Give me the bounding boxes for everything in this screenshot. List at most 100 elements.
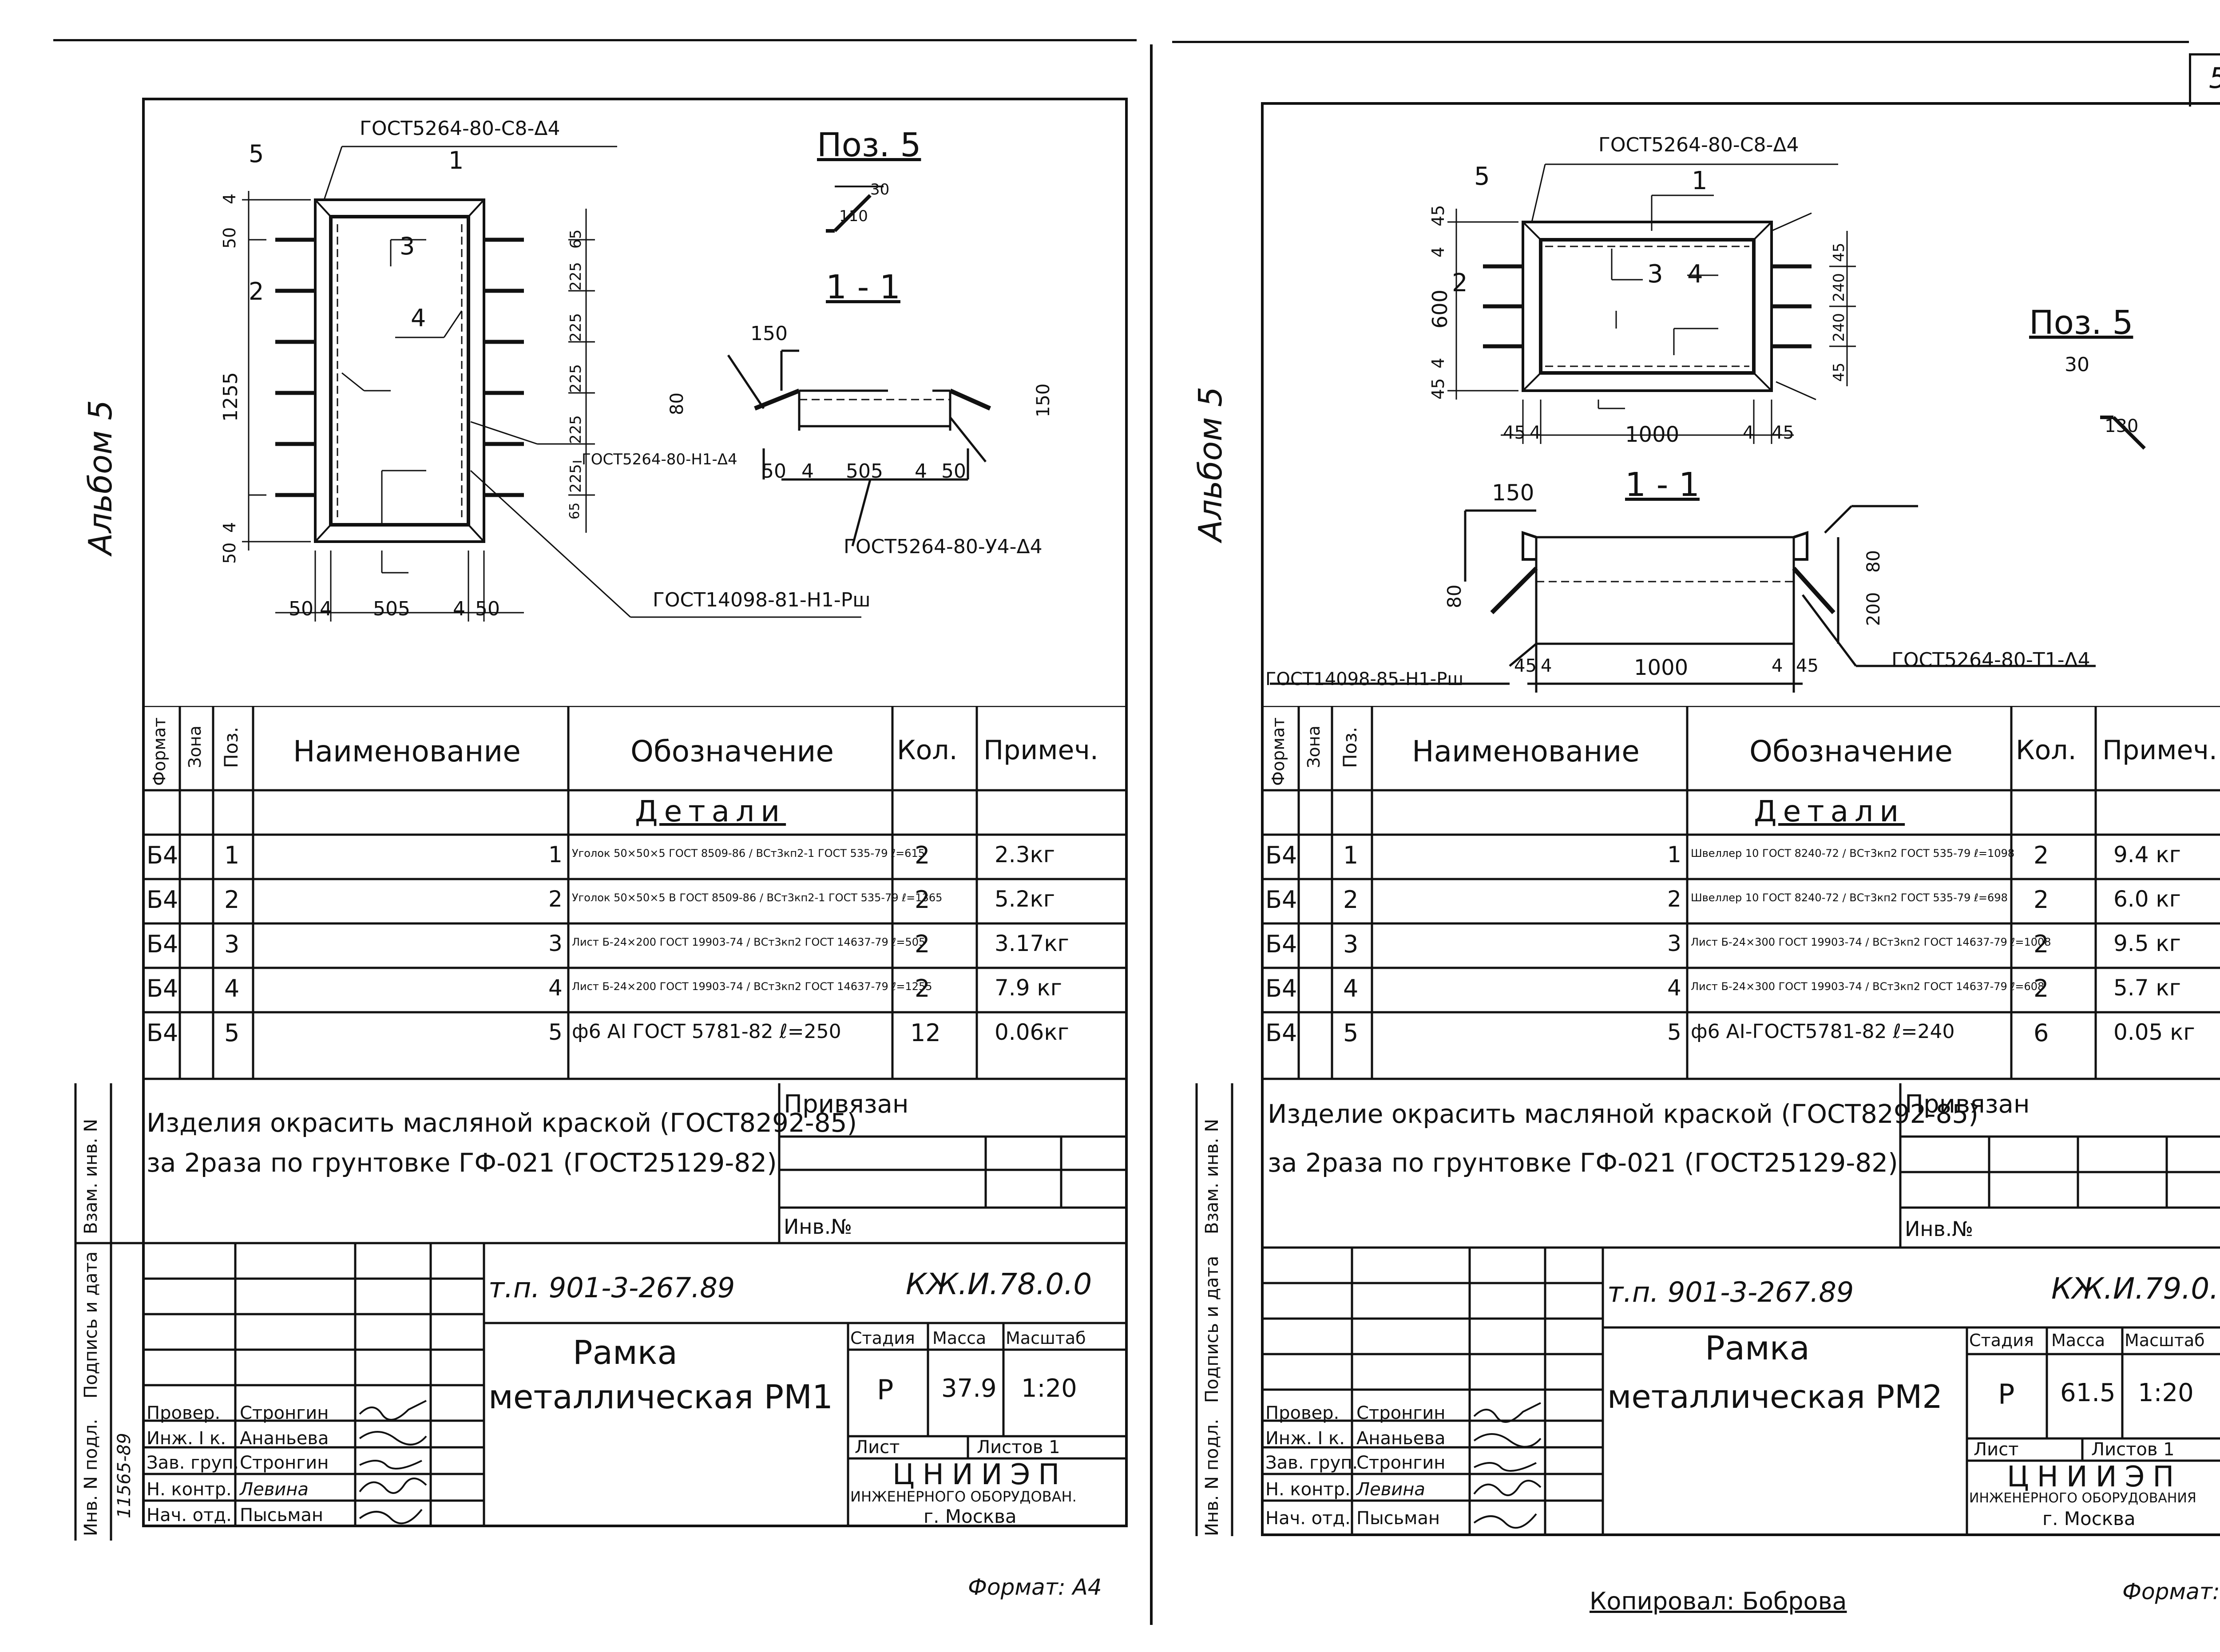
- row-designation: Швеллер 10 ГОСТ 8240-72 / ВСт3кп2 ГОСТ 5…: [1691, 891, 2008, 904]
- role-zav: Зав. груп.: [1265, 1453, 1358, 1473]
- row-note: 9.5 кг: [2113, 931, 2181, 956]
- row-format: Б4: [147, 1019, 178, 1047]
- row-format: Б4: [147, 930, 178, 958]
- dim-section-bottom-4: 4: [915, 460, 927, 483]
- callout-gost-top: ГОСТ5264-80-С8-Δ4: [1598, 134, 1799, 156]
- callout-gost-section: ГОСТ5264-80-У4-Δ4: [844, 535, 1043, 558]
- row-pos: 3: [224, 930, 240, 958]
- row-qty: 12: [910, 1019, 941, 1047]
- name-zav: Стронгин: [1356, 1453, 1446, 1473]
- section-title: 1 - 1: [1625, 466, 1700, 504]
- mark-3: 3: [400, 232, 415, 260]
- pos5-dim-2: 30: [870, 181, 890, 198]
- scale-header: Масштаб: [2125, 1331, 2205, 1350]
- row-note: 9.4 кг: [2113, 842, 2181, 868]
- col-designation: Обозначение: [1749, 734, 1953, 769]
- note-line-2: за 2раза по грунтовке ГФ-021 (ГОСТ25129-…: [1268, 1148, 1898, 1178]
- name-proverka: Стронгин: [1356, 1403, 1446, 1423]
- pos5-dim-1: 30: [2065, 353, 2089, 376]
- lists-header: Листов 1: [977, 1437, 1060, 1458]
- mass-header: Масса: [932, 1328, 987, 1348]
- row-pos: 4: [1343, 975, 1359, 1002]
- row-qty: 2: [915, 886, 930, 914]
- title-block-grid: [74, 1083, 1128, 1541]
- spec-table-grid: [142, 706, 1128, 1080]
- dim-plan-width-1: 50: [289, 598, 313, 620]
- page-number-box: [2189, 53, 2220, 107]
- row-designation: ф6 АI-ГОСТ5781-82 ℓ=240: [1691, 1020, 1955, 1043]
- sheet-rm2: Альбом 5: [1154, 0, 2220, 1652]
- list-header: Лист: [1974, 1439, 2019, 1460]
- role-nach: Нач. отд.: [147, 1505, 232, 1525]
- dim-plan-width-4: 4: [1743, 423, 1754, 443]
- role-nkontr: Н. контр.: [1265, 1479, 1351, 1500]
- mass-header: Масса: [2051, 1331, 2105, 1350]
- dim-plan-width-1: 45: [1503, 423, 1526, 443]
- title-block-grid: [1195, 1083, 2220, 1536]
- dim-section-top: 150: [750, 322, 788, 345]
- project-number: т.п. 901-3-267.89: [488, 1272, 735, 1304]
- row-qty: 2: [915, 930, 930, 958]
- role-zav: Зав. груп.: [147, 1453, 239, 1473]
- name-nach: Пысьман: [240, 1505, 324, 1525]
- dim-section-bottom-2: 4: [801, 460, 814, 483]
- row-note: 2.3кг: [995, 842, 1055, 868]
- org-subtitle: ИНЖЕНЕРНОГО ОБОРУДОВАН.: [850, 1488, 1077, 1505]
- row-format: Б4: [1265, 1019, 1297, 1047]
- mark-2: 2: [249, 277, 264, 305]
- row-designation: Швеллер 10 ГОСТ 8240-72 / ВСт3кп2 ГОСТ 5…: [1691, 847, 2015, 860]
- name-inzh: Ананьева: [1356, 1428, 1446, 1449]
- row-num: 4: [548, 975, 563, 1001]
- note-line-1: Изделия окрасить масляной краской (ГОСТ8…: [147, 1108, 857, 1138]
- org-subtitle: ИНЖЕНЕРНОГО ОБОРУДОВАНИЯ: [1969, 1490, 2196, 1506]
- name-proverka: Стронгин: [240, 1403, 329, 1423]
- row-designation: Лист Б-24×300 ГОСТ 19903-74 / ВСт3кп2 ГО…: [1691, 936, 2051, 948]
- dim-section-bottom-5: 45: [1796, 656, 1819, 676]
- mark-5: 5: [249, 140, 264, 168]
- mark-4: 4: [411, 304, 426, 332]
- col-note: Примеч.: [2102, 735, 2217, 766]
- name-nach: Пысьман: [1356, 1508, 1440, 1529]
- row-qty: 2: [2034, 841, 2049, 869]
- mark-1: 1: [1692, 166, 1708, 195]
- mark-4: 4: [1687, 260, 1703, 289]
- dim-section-bottom-3: 505: [846, 460, 883, 483]
- stage-value: Р: [1998, 1378, 2015, 1410]
- signatures: [359, 1400, 427, 1525]
- scale-value: 1:20: [1021, 1374, 1077, 1403]
- stage-value: Р: [877, 1374, 894, 1406]
- callout-gost-bottom: ГОСТ14098-81-Н1-Рш: [653, 589, 871, 611]
- mark-5: 5: [1474, 162, 1490, 191]
- col-name: Наименование: [293, 734, 521, 769]
- row-designation: Лист Б-24×300 ГОСТ 19903-74 / ВСт3кп2 ГО…: [1691, 980, 2045, 993]
- row-pos: 2: [224, 886, 240, 914]
- dim-section-bottom-4: 4: [1772, 656, 1783, 676]
- row-qty: 2: [2034, 975, 2049, 1002]
- format-label: Формат: А4: [2122, 1579, 2220, 1604]
- sheet-rm1: Альбом 5: [74, 98, 1128, 1598]
- dim-plan-width-3: 1000: [1625, 422, 1680, 447]
- row-note: 6.0 кг: [2113, 886, 2181, 912]
- group-details: Детали: [1754, 794, 1905, 828]
- lists-header: Листов 1: [2091, 1439, 2175, 1460]
- row-qty: 2: [2034, 930, 2049, 958]
- stage-header: Стадия: [1969, 1331, 2034, 1350]
- section-title: 1 - 1: [826, 268, 900, 306]
- role-nach: Нач. отд.: [1265, 1508, 1351, 1529]
- role-proverka: Провер.: [147, 1403, 221, 1423]
- row-pos: 2: [1343, 886, 1359, 914]
- drawing-code: КЖ.И.78.0.0: [906, 1267, 1092, 1301]
- row-format: Б4: [1265, 975, 1297, 1002]
- list-header: Лист: [855, 1437, 900, 1458]
- callout-gost-section: ГОСТ5264-80-Т1-Δ4: [1891, 649, 2090, 671]
- mark-2: 2: [1452, 269, 1468, 297]
- dim-section-bottom-1: 45: [1514, 656, 1537, 676]
- row-num: 5: [548, 1019, 563, 1045]
- dim-section-bottom-3: 1000: [1634, 655, 1689, 680]
- stage-header: Стадия: [850, 1328, 915, 1348]
- callout-gost-top: ГОСТ5264-80-С8-Δ4: [360, 117, 560, 140]
- mark-1: 1: [448, 147, 464, 174]
- row-designation: Уголок 50×50×5 ГОСТ 8509-86 / ВСт3кп2-1 …: [572, 847, 925, 860]
- name-nkontr: Левина: [1356, 1479, 1425, 1500]
- col-qty: Кол.: [2016, 735, 2077, 766]
